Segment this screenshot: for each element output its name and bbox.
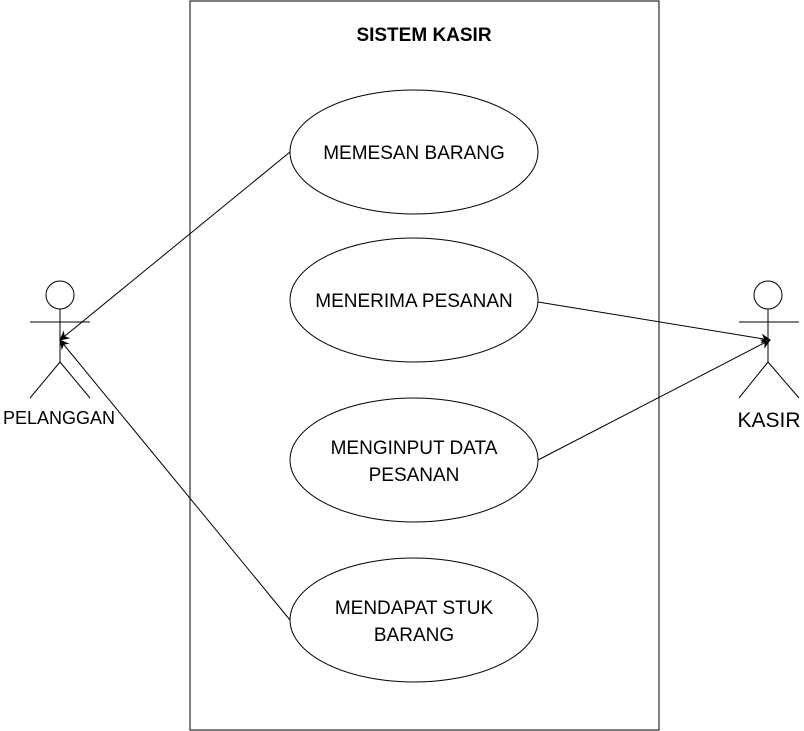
actor-label: PELANGGAN <box>3 408 115 428</box>
actor-head <box>45 280 75 310</box>
use-case-label-line2: PESANAN <box>369 465 460 486</box>
actor-right-leg <box>767 361 800 399</box>
association-kasir-menginput <box>537 339 771 461</box>
use-case-ellipse <box>289 557 539 683</box>
actor-left-leg <box>738 361 769 399</box>
actor-head <box>753 280 783 310</box>
use-case-mendapat-stuk-barang[interactable]: MENDAPAT STUK BARANG <box>289 557 539 683</box>
use-case-label-line2: BARANG <box>374 625 454 646</box>
use-case-label: MEMESAN BARANG <box>323 143 505 164</box>
use-case-label: MENERIMA PESANAN <box>315 291 512 312</box>
actor-left-leg <box>29 361 61 399</box>
use-case-menginput-data-pesanan[interactable]: MENGINPUT DATA PESANAN <box>289 397 539 523</box>
association-kasir-menerima <box>537 301 771 344</box>
use-case-ellipse <box>289 397 539 523</box>
actor-right-leg <box>59 361 91 399</box>
use-case-memesan-barang[interactable]: MEMESAN BARANG <box>289 89 539 215</box>
system-title: SISTEM KASIR <box>356 25 491 46</box>
use-case-ellipse <box>289 89 539 215</box>
use-case-label-line1: MENDAPAT STUK <box>335 598 494 619</box>
use-case-ellipse <box>289 237 539 363</box>
actor-kasir[interactable]: KASIR <box>737 280 801 432</box>
actor-label: KASIR <box>737 409 800 432</box>
actor-pelanggan[interactable]: PELANGGAN <box>3 280 115 428</box>
association-pelanggan-memesan <box>59 151 291 341</box>
use-case-label-line1: MENGINPUT DATA <box>331 438 498 459</box>
association-pelanggan-mendapat <box>59 339 291 621</box>
use-case-menerima-pesanan[interactable]: MENERIMA PESANAN <box>289 237 539 363</box>
